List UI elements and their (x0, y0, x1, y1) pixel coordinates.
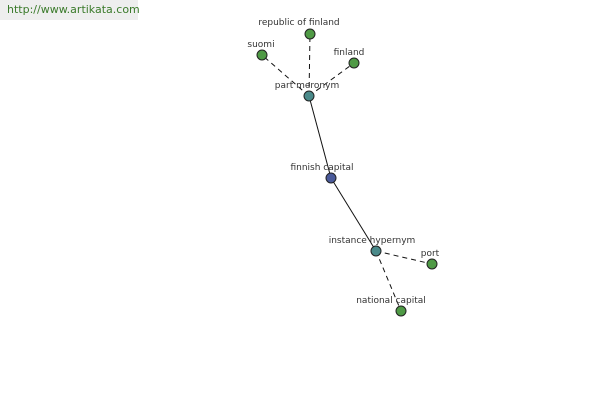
edge-instance-hypernym-to-national-capital (375, 250, 402, 312)
node-instance-hypernym[interactable] (370, 245, 382, 257)
label-part-meronym: part meronym (275, 81, 339, 91)
label-instance-hypernym: instance hypernym (329, 236, 416, 246)
edge-part-meronym-to-finland (308, 62, 355, 97)
edge-finnish-capital-to-part-meronym (308, 95, 332, 179)
node-republic-of-finland[interactable] (304, 28, 316, 40)
label-republic-of-finland: republic of finland (258, 18, 339, 28)
edge-instance-hypernym-to-port (375, 250, 433, 265)
node-port[interactable] (426, 258, 438, 270)
node-part-meronym[interactable] (303, 90, 315, 102)
label-port: port (421, 249, 440, 259)
node-national-capital[interactable] (395, 305, 407, 317)
node-finnish-capital[interactable] (325, 172, 337, 184)
edge-part-meronym-to-republic-of-finland (308, 33, 311, 97)
edges-layer (261, 33, 433, 312)
label-finnish-capital: finnish capital (290, 163, 353, 173)
watermark-url: http://www.artikata.com (0, 0, 140, 20)
nodes-layer (256, 28, 438, 317)
edge-part-meronym-to-suomi (261, 54, 310, 97)
label-finland: finland (334, 48, 365, 58)
label-suomi: suomi (247, 40, 274, 50)
edge-finnish-capital-to-instance-hypernym (330, 177, 377, 252)
node-suomi[interactable] (256, 49, 268, 61)
label-national-capital: national capital (356, 296, 426, 306)
labels-layer: finnish capital part meronym instance hype… (247, 18, 439, 306)
node-finland[interactable] (348, 57, 360, 69)
